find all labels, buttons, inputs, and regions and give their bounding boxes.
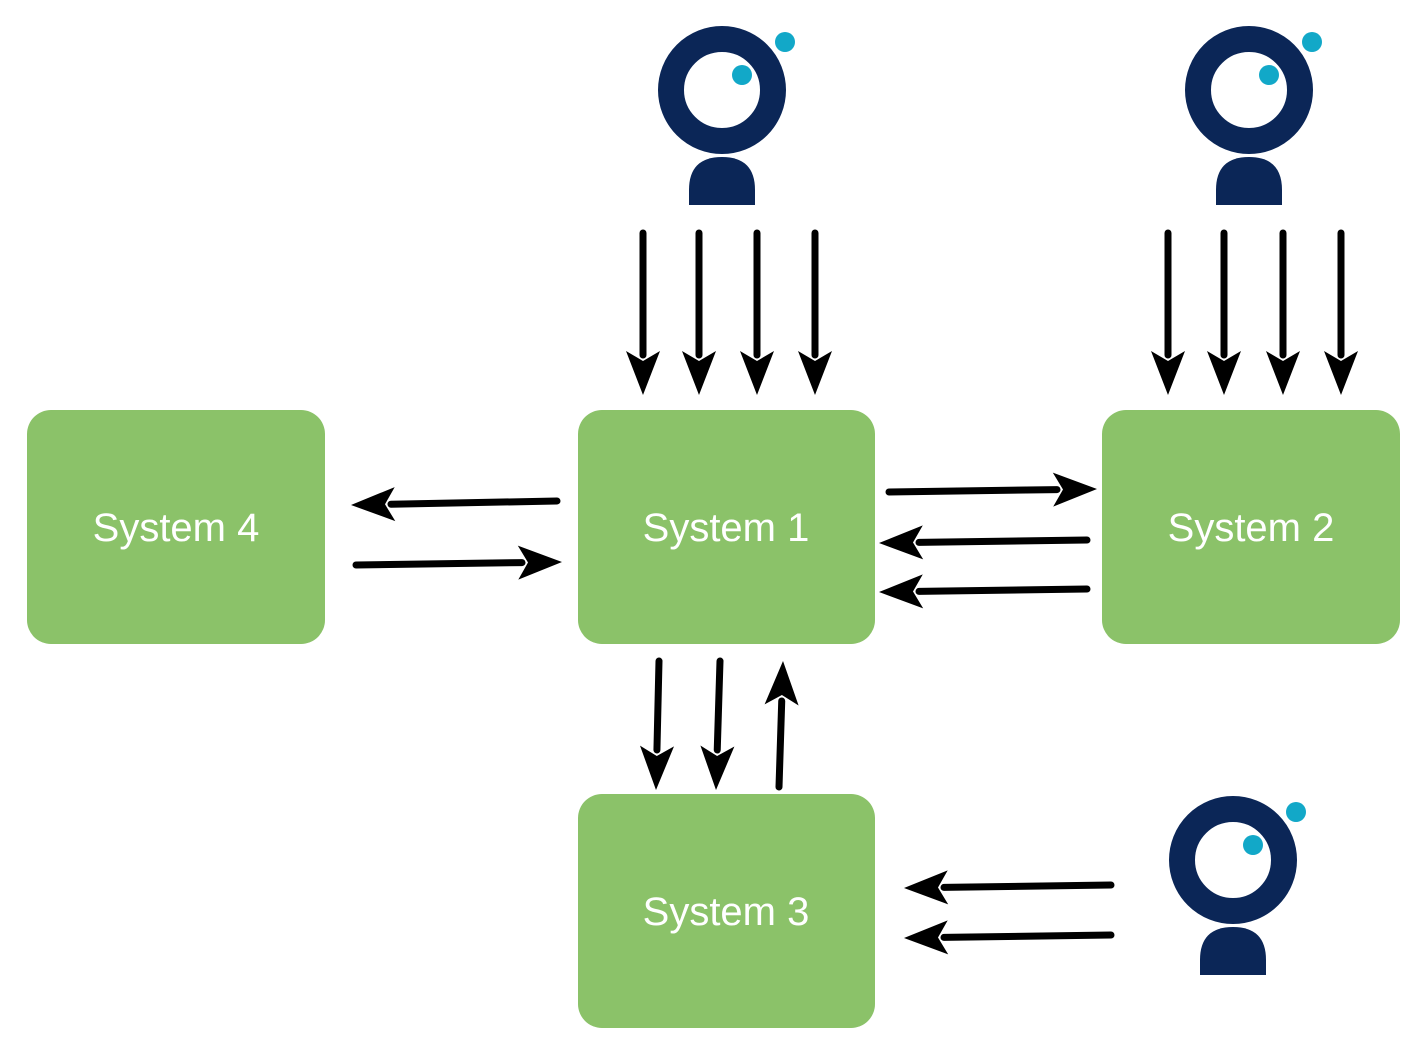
- system-2-label: System 2: [1168, 506, 1335, 550]
- arrow-head: [879, 574, 924, 609]
- user-icon: [1185, 26, 1322, 205]
- arrow-shaft: [940, 931, 1115, 941]
- arrow-shaft: [915, 585, 1091, 595]
- connection-arrow: [1207, 229, 1241, 395]
- connection-arrow: [1266, 229, 1300, 395]
- connection-arrow: [626, 229, 660, 395]
- arrow-head: [764, 661, 799, 706]
- arrow-head: [904, 870, 949, 905]
- connection-arrow: [879, 574, 1091, 609]
- system-box-2-shape: [1102, 410, 1400, 644]
- connection-arrows: [351, 229, 1358, 955]
- arrow-head: [682, 351, 716, 395]
- system-box-1-shape: [578, 410, 875, 644]
- arrow-shaft: [885, 486, 1061, 496]
- connection-arrow: [904, 870, 1115, 905]
- arrow-head: [1151, 351, 1185, 395]
- system-box-4: System 4: [27, 410, 325, 644]
- connection-arrow: [1324, 229, 1358, 395]
- connection-arrow: [352, 545, 562, 580]
- connection-arrow: [351, 487, 561, 522]
- system-4-label: System 4: [93, 506, 260, 550]
- arrow-head: [798, 351, 832, 395]
- arrow-head: [879, 525, 924, 560]
- arrow-shaft: [387, 497, 561, 508]
- system-box-4-shape: [27, 410, 325, 644]
- system-3-label: System 3: [643, 890, 810, 934]
- system-box-3-shape: [578, 794, 875, 1028]
- connection-arrow: [740, 229, 774, 395]
- arrow-head: [1266, 351, 1300, 395]
- arrow-shaft: [713, 657, 724, 754]
- system-box-2: System 2: [1102, 410, 1400, 644]
- user-icon: [1169, 796, 1306, 975]
- system-1-label: System 1: [643, 506, 810, 550]
- arrow-head: [1052, 472, 1097, 507]
- connection-arrow: [885, 472, 1097, 507]
- arrow-head: [640, 745, 674, 790]
- connection-arrow: [700, 657, 735, 790]
- arrow-shaft: [653, 657, 663, 754]
- user-icon: [658, 26, 795, 205]
- arrow-head: [517, 545, 562, 580]
- arrow-head: [1207, 351, 1241, 395]
- connection-arrow: [798, 229, 832, 395]
- arrow-shaft: [915, 536, 1091, 546]
- connection-arrow: [640, 657, 674, 790]
- arrow-head: [626, 351, 660, 395]
- connection-arrow: [904, 920, 1115, 955]
- arrow-head: [700, 745, 735, 790]
- system-box-1: System 1: [578, 410, 875, 644]
- arrow-shaft: [775, 697, 786, 791]
- system-box-3: System 3: [578, 794, 875, 1028]
- arrow-head: [904, 920, 949, 955]
- arrow-head: [351, 487, 396, 522]
- connection-arrow: [879, 525, 1091, 560]
- arrow-head: [740, 351, 774, 395]
- connection-arrow: [764, 661, 799, 791]
- connection-arrow: [682, 229, 716, 395]
- arrow-shaft: [940, 881, 1115, 891]
- arrow-head: [1324, 351, 1358, 395]
- connection-arrow: [1151, 229, 1185, 395]
- arrow-shaft: [352, 559, 526, 569]
